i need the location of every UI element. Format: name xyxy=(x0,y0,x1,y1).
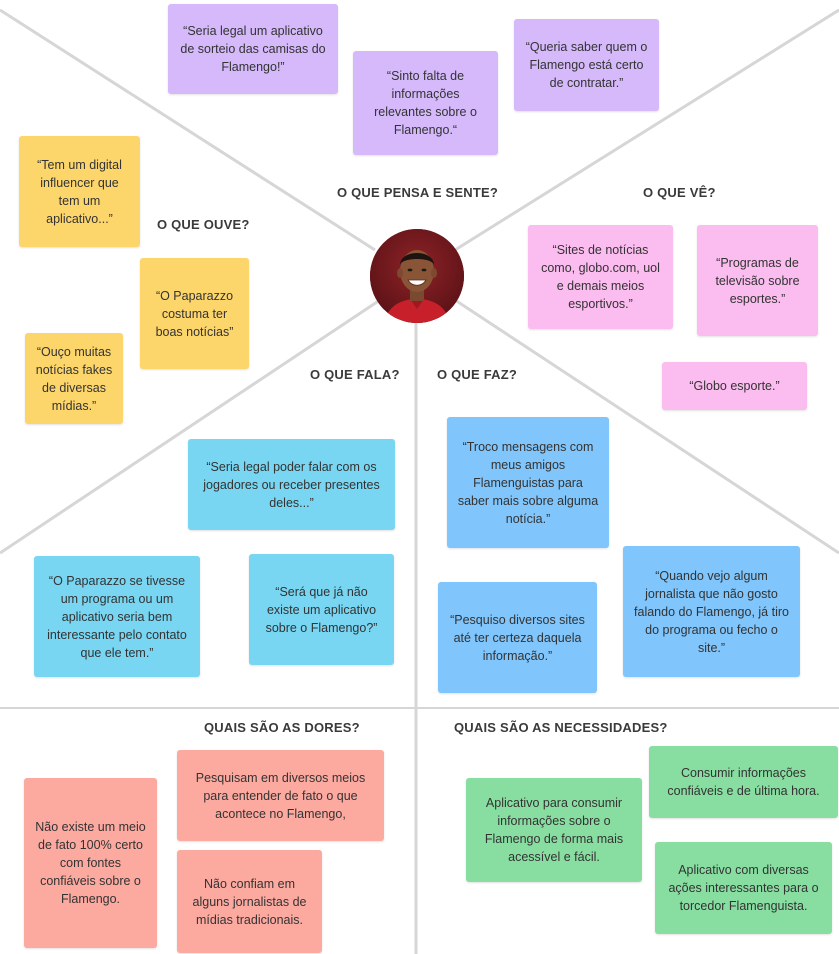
note-necessidades-1: Aplicativo para consumir informações sob… xyxy=(466,778,642,882)
label-dores: QUAIS SÃO AS DORES? xyxy=(204,720,360,735)
label-faz: O QUE FAZ? xyxy=(437,367,517,382)
note-necessidades-2: Consumir informações confiáveis e de últ… xyxy=(649,746,838,818)
diagonal-bottom-right xyxy=(454,298,839,555)
diagonal-top-right xyxy=(454,8,839,252)
note-pensa-2: “Sinto falta de informações relevantes s… xyxy=(353,51,498,155)
note-ouve-1: “Tem um digital influencer que tem um ap… xyxy=(19,136,140,247)
label-pensa-sente: O QUE PENSA E SENTE? xyxy=(337,185,498,200)
note-fala-2: “O Paparazzo se tivesse um programa ou u… xyxy=(34,556,200,677)
note-faz-3: “Quando vejo algum jornalista que não go… xyxy=(623,546,800,677)
note-pensa-3: “Queria saber quem o Flamengo está certo… xyxy=(514,19,659,111)
note-fala-1: “Seria legal poder falar com os jogadore… xyxy=(188,439,395,530)
label-ouve: O QUE OUVE? xyxy=(157,217,250,232)
note-faz-1: “Troco mensagens com meus amigos Flameng… xyxy=(447,417,609,548)
note-pensa-1: “Seria legal um aplicativo de sorteio da… xyxy=(168,4,338,94)
note-ve-3: “Globo esporte.” xyxy=(662,362,807,410)
note-faz-2: “Pesquiso diversos sites até ter certeza… xyxy=(438,582,597,693)
note-ve-1: “Sites de notícias como, globo.com, uol … xyxy=(528,225,673,329)
note-fala-3: “Será que já não existe um aplicativo so… xyxy=(249,554,394,665)
note-dores-2: Pesquisam em diversos meios para entende… xyxy=(177,750,384,841)
note-dores-1: Não existe um meio de fato 100% certo co… xyxy=(24,778,157,948)
note-ouve-3: “Ouço muitas notícias fakes de diversas … xyxy=(25,333,123,424)
diagonal-bottom-left xyxy=(0,298,381,555)
person-avatar-icon xyxy=(370,229,464,323)
note-ouve-2: “O Paparazzo costuma ter boas notícias” xyxy=(140,258,249,369)
diagonal-top-left xyxy=(0,8,376,252)
note-necessidades-3: Aplicativo com diversas ações interessan… xyxy=(655,842,832,934)
label-fala: O QUE FALA? xyxy=(310,367,400,382)
label-ve: O QUE VÊ? xyxy=(643,185,716,200)
note-dores-3: Não confiam em alguns jornalistas de míd… xyxy=(177,850,322,953)
note-ve-2: “Programas de televisão sobre esportes.” xyxy=(697,225,818,336)
label-necessidades: QUAIS SÃO AS NECESSIDADES? xyxy=(454,720,668,735)
